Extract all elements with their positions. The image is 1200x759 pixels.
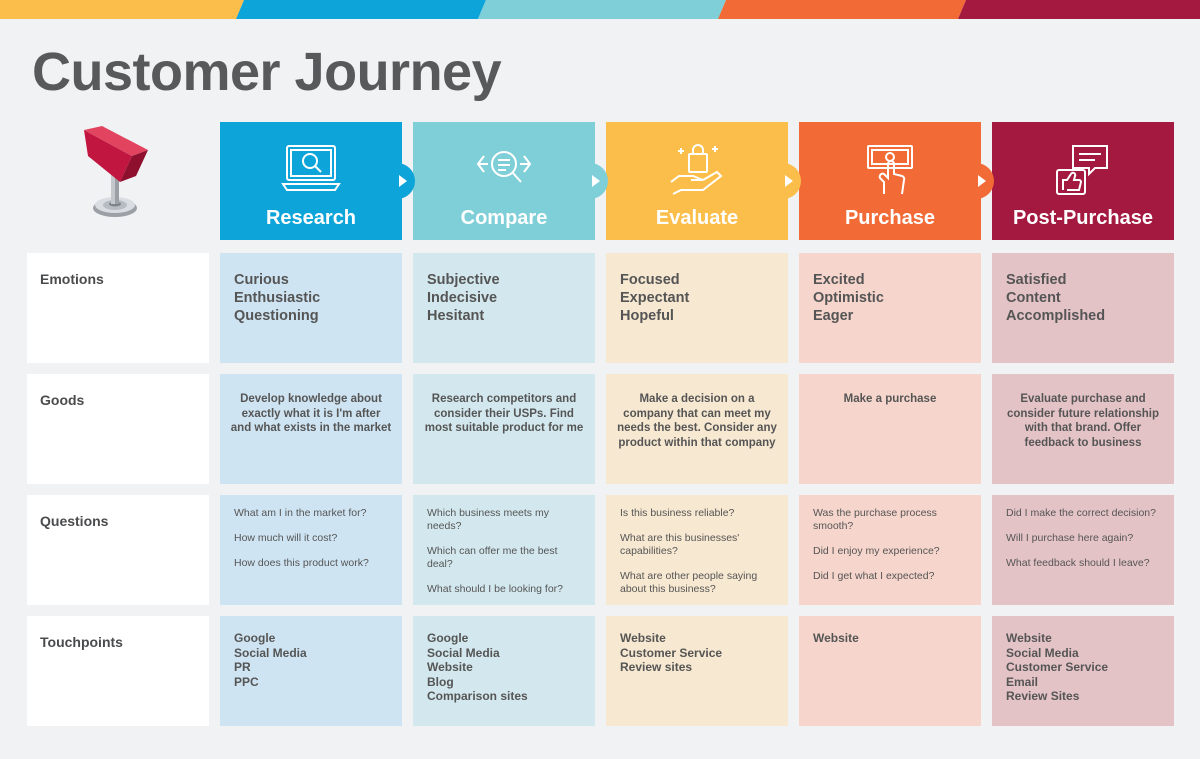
- question-item: What are other people saying about this …: [620, 570, 758, 595]
- arrow-right-icon: [397, 163, 415, 199]
- touchpoint-item: Social Media: [427, 645, 500, 660]
- laptop-search-icon: [281, 145, 341, 191]
- question-item: Did I enjoy my experience?: [813, 545, 940, 557]
- row-label-text: Touchpoints: [40, 634, 123, 650]
- question-item: What am I in the market for?: [234, 507, 367, 519]
- emotion-item: Accomplished: [1006, 308, 1106, 324]
- questions-cell-research: What am I in the market for? How much wi…: [220, 495, 402, 605]
- hand-banknote-icon: [867, 145, 913, 195]
- question-item: What are this businesses' capabilities?: [620, 532, 740, 557]
- emotion-item: Hopeful: [620, 308, 674, 324]
- touchpoint-item: PR: [234, 660, 251, 674]
- question-item: Which can offer me the best deal?: [427, 545, 558, 570]
- row-label-text: Emotions: [40, 271, 104, 287]
- top-color-band: [0, 0, 1200, 19]
- touchpoint-item: Google: [427, 631, 469, 645]
- touchpoints-cell-purchase: Website: [799, 616, 981, 726]
- emotion-item: Subjective: [427, 272, 500, 288]
- stage-label: Compare: [460, 207, 548, 229]
- touchpoint-item: Website: [427, 660, 473, 674]
- stage-label: Post-Purchase: [1012, 207, 1154, 229]
- questions-cell-evaluate: Is this business reliable? What are this…: [606, 495, 788, 605]
- stage-research: Research: [220, 122, 402, 240]
- row-label-emotions: Emotions: [27, 253, 209, 363]
- emotions-cell-compare: Subjective Indecisive Hesitant: [413, 253, 595, 363]
- emotions-cell-evaluate: Focused Expectant Hopeful: [606, 253, 788, 363]
- emotion-item: Optimistic: [813, 290, 884, 306]
- emotion-item: Content: [1006, 290, 1061, 306]
- stage-label: Purchase: [844, 207, 936, 229]
- row-label-text: Questions: [40, 513, 109, 529]
- touchpoint-item: Website: [620, 631, 666, 645]
- emotion-item: Satisfied: [1006, 272, 1067, 288]
- question-item: Is this business reliable?: [620, 507, 735, 519]
- touchpoints-cell-evaluate: Website Customer Service Review sites: [606, 616, 788, 726]
- touchpoint-item: Blog: [427, 674, 454, 689]
- question-item: Did I get what I expected?: [813, 570, 935, 582]
- question-item: Will I purchase here again?: [1006, 532, 1134, 544]
- question-item: Which business meets my needs?: [427, 507, 549, 532]
- questions-cell-compare: Which business meets my needs? Which can…: [413, 495, 595, 605]
- signpost-icon: [84, 126, 148, 217]
- stage-label: Research: [265, 207, 357, 229]
- like-feedback-icon: [1056, 145, 1108, 195]
- emotion-item: Focused: [620, 272, 680, 288]
- stage-post-purchase: Post-Purchase: [992, 122, 1174, 240]
- emotion-item: Expectant: [620, 290, 690, 306]
- emotion-item: Enthusiastic: [234, 290, 321, 306]
- question-item: Was the purchase process smooth?: [813, 507, 937, 532]
- touchpoint-item: Review sites: [620, 660, 693, 674]
- stage-purchase: Purchase: [799, 122, 981, 240]
- row-label-text: Goods: [40, 392, 85, 408]
- stage-compare: Compare: [413, 122, 595, 240]
- touchpoint-item: Google: [234, 631, 276, 645]
- questions-cell-purchase: Was the purchase process smooth? Did I e…: [799, 495, 981, 605]
- goods-cell-compare: Research competitors and consider their …: [413, 374, 595, 484]
- emotion-item: Eager: [813, 308, 854, 324]
- arrow-right-icon: [976, 163, 994, 199]
- question-item: How much will it cost?: [234, 532, 338, 544]
- stage-label: Evaluate: [655, 207, 739, 229]
- stage-evaluate: Evaluate: [606, 122, 788, 240]
- touchpoint-item: Review Sites: [1006, 689, 1080, 703]
- question-item: What feedback should I leave?: [1006, 557, 1150, 569]
- touchpoint-item: Customer Service: [620, 645, 723, 660]
- touchpoint-item: Social Media: [1006, 645, 1079, 660]
- questions-cell-post-purchase: Did I make the correct decision? Will I …: [992, 495, 1174, 605]
- emotions-cell-research: Curious Enthusiastic Questioning: [220, 253, 402, 363]
- question-item: What should I be looking for?: [427, 583, 563, 595]
- touchpoints-cell-compare: Google Social Media Website Blog Compari…: [413, 616, 595, 726]
- question-item: How does this product work?: [234, 557, 369, 569]
- row-label-questions: Questions: [27, 495, 209, 605]
- touchpoints-cell-post-purchase: Website Social Media Customer Service Em…: [992, 616, 1174, 726]
- compare-magnifier-icon: [476, 151, 532, 183]
- emotion-item: Questioning: [234, 308, 319, 324]
- emotions-cell-purchase: Excited Optimistic Eager: [799, 253, 981, 363]
- hand-shopping-bag-icon: [670, 144, 723, 195]
- emotions-cell-post-purchase: Satisfied Content Accomplished: [992, 253, 1174, 363]
- touchpoint-item: Website: [1006, 631, 1052, 645]
- touchpoint-item: PPC: [234, 674, 259, 689]
- arrow-right-icon: [783, 163, 801, 199]
- touchpoint-item: Comparison sites: [427, 689, 528, 703]
- touchpoint-item: Website: [813, 631, 859, 645]
- goods-cell-research: Develop knowledge about exactly what it …: [220, 374, 402, 484]
- touchpoint-item: Email: [1006, 674, 1039, 689]
- emotion-item: Curious: [234, 272, 289, 288]
- question-item: Did I make the correct decision?: [1006, 507, 1156, 519]
- emotion-item: Hesitant: [427, 308, 485, 324]
- goods-cell-post-purchase: Evaluate purchase and consider future re…: [992, 374, 1174, 484]
- row-label-goods: Goods: [27, 374, 209, 484]
- goods-cell-purchase: Make a purchase: [799, 374, 981, 484]
- goods-cell-evaluate: Make a decision on a company that can me…: [606, 374, 788, 484]
- emotion-item: Indecisive: [427, 290, 498, 306]
- row-label-touchpoints: Touchpoints: [27, 616, 209, 726]
- emotion-item: Excited: [813, 272, 865, 288]
- arrow-right-icon: [590, 163, 608, 199]
- touchpoints-cell-research: Google Social Media PR PPC: [220, 616, 402, 726]
- touchpoint-item: Social Media: [234, 645, 307, 660]
- touchpoint-item: Customer Service: [1006, 660, 1109, 674]
- page-title: Customer Journey: [32, 42, 502, 102]
